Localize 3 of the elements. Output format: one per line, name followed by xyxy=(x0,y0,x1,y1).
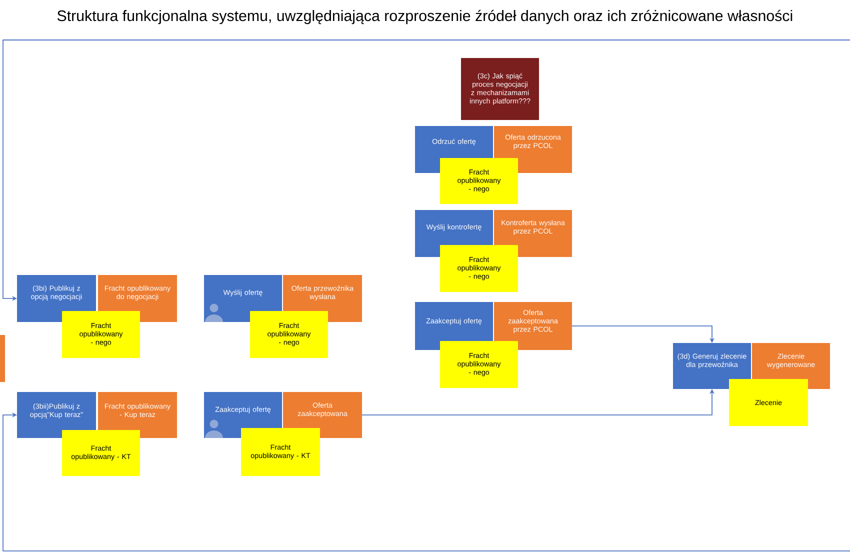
cropped-box xyxy=(0,334,5,382)
arrow xyxy=(2,412,850,552)
title: Struktura funkcjonalna systemu, uwzględniająca rozproszenie źródeł danych oraz ich zróżnicowane własności xyxy=(57,10,792,24)
